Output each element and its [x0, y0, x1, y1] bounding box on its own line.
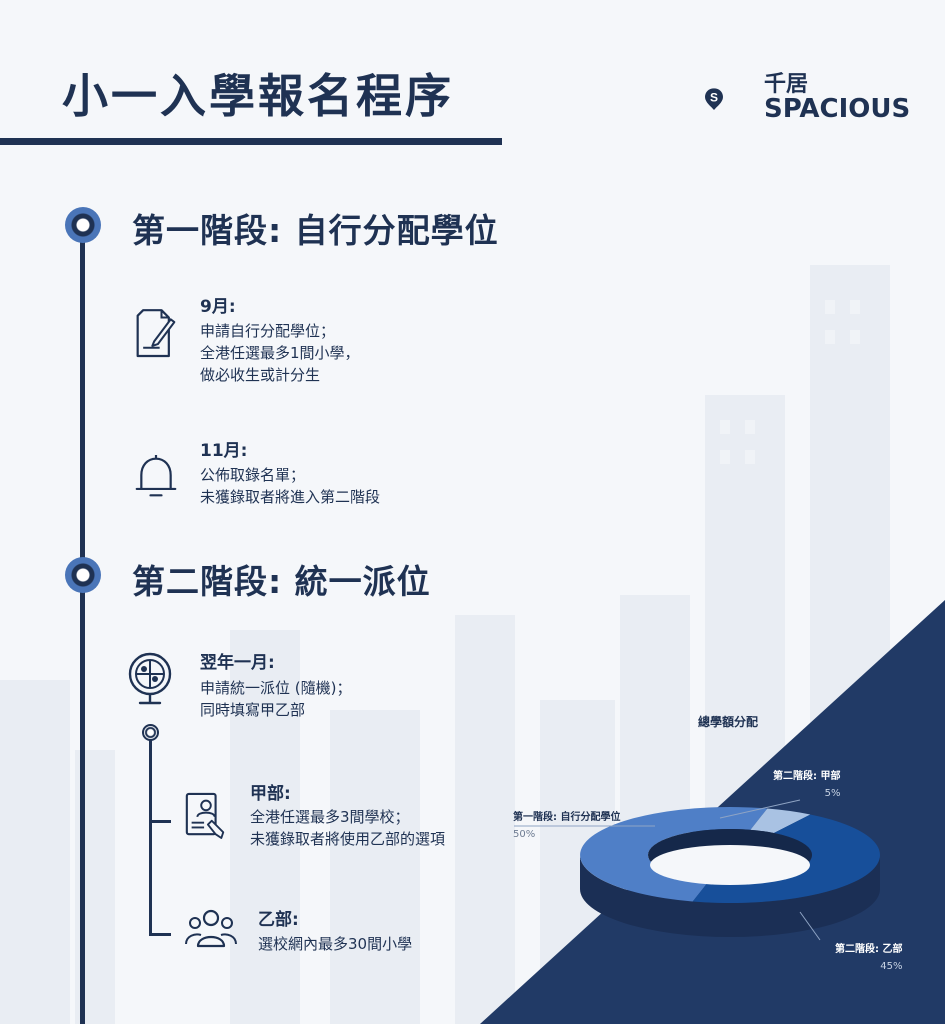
- page-title: 小一入學報名程序: [62, 69, 454, 123]
- part-b-description: 選校網內最多30間小學: [258, 933, 412, 955]
- chart-label-stage1: 第一階段: 自行分配學位 50%: [513, 808, 620, 840]
- timeline-line: [80, 228, 85, 1024]
- part-b-label: 乙部:: [258, 910, 299, 930]
- step-description: 公佈取錄名單； 未獲錄取者將進入第二階段: [200, 464, 380, 508]
- donut-hole-floor: [650, 845, 810, 885]
- stage1-title: 第一階段: 自行分配學位: [132, 211, 499, 250]
- lottery-wheel-icon: [128, 652, 172, 705]
- group-icon: [185, 909, 237, 948]
- part-a-description: 全港任選最多3間學校； 未獲錄取者將使用乙部的選項: [250, 806, 445, 850]
- description-line: 全港任選最多1間小學，: [200, 344, 360, 362]
- donut-side: [580, 855, 880, 937]
- donut-slice: [750, 808, 811, 834]
- description-line: 同時填寫甲乙部: [200, 701, 306, 719]
- step-month: 9月:: [200, 297, 236, 317]
- application-form-icon: [136, 309, 176, 358]
- description-line: 公佈取錄名單；: [200, 466, 306, 484]
- announcement-bell-icon: [135, 455, 177, 497]
- description-line: 申請統一派位 (隨機)；: [200, 679, 352, 697]
- step-description: 申請自行分配學位； 全港任選最多1間小學， 做必收生或計分生: [200, 320, 360, 386]
- spacious-logo-icon: S: [705, 88, 723, 110]
- chart-label-part-b: 第二階段: 乙部 45%: [835, 940, 902, 972]
- logo-chinese-text: 千居: [764, 72, 809, 97]
- description-line: 申請自行分配學位；: [200, 322, 336, 340]
- stage2-marker: [65, 557, 101, 593]
- description-line: 做必收生或計分生: [200, 366, 321, 384]
- value-label: 5%: [824, 788, 841, 799]
- series-label: 第一階段: 自行分配學位: [513, 812, 621, 823]
- title-underline: [0, 138, 502, 145]
- donut-slice: [580, 807, 768, 902]
- svg-text:S: S: [710, 90, 718, 104]
- chart-label-part-a: 第二階段: 甲部 5%: [773, 767, 840, 799]
- description-line: 未獲錄取者將使用乙部的選項: [250, 830, 446, 848]
- value-label: 50%: [513, 829, 536, 840]
- stage1-marker: [65, 207, 101, 243]
- sub-branch-tick: [149, 820, 171, 823]
- leader-line: [719, 799, 801, 819]
- description-line: 全港任選最多3間學校；: [250, 808, 410, 826]
- part-a-label: 甲部:: [250, 784, 291, 804]
- description-line: 選校網內最多30間小學: [258, 935, 413, 953]
- sub-branch-tick: [149, 933, 171, 936]
- chart-title: 總學額分配: [698, 715, 759, 729]
- leader-line: [799, 911, 821, 941]
- step-description: 申請統一派位 (隨機)； 同時填寫甲乙部: [200, 677, 351, 721]
- sub-branch-line: [149, 740, 152, 936]
- step-month: 11月:: [200, 441, 248, 461]
- logo-english-text: SPACIOUS: [764, 94, 911, 124]
- step-month: 翌年一月:: [200, 653, 275, 673]
- stage2-title: 第二階段: 統一派位: [132, 562, 431, 601]
- description-line: 未獲錄取者將進入第二階段: [200, 488, 381, 506]
- series-label: 第二階段: 乙部: [835, 944, 903, 955]
- value-label: 45%: [880, 961, 903, 972]
- school-form-icon: [185, 792, 225, 839]
- series-label: 第二階段: 甲部: [773, 771, 841, 782]
